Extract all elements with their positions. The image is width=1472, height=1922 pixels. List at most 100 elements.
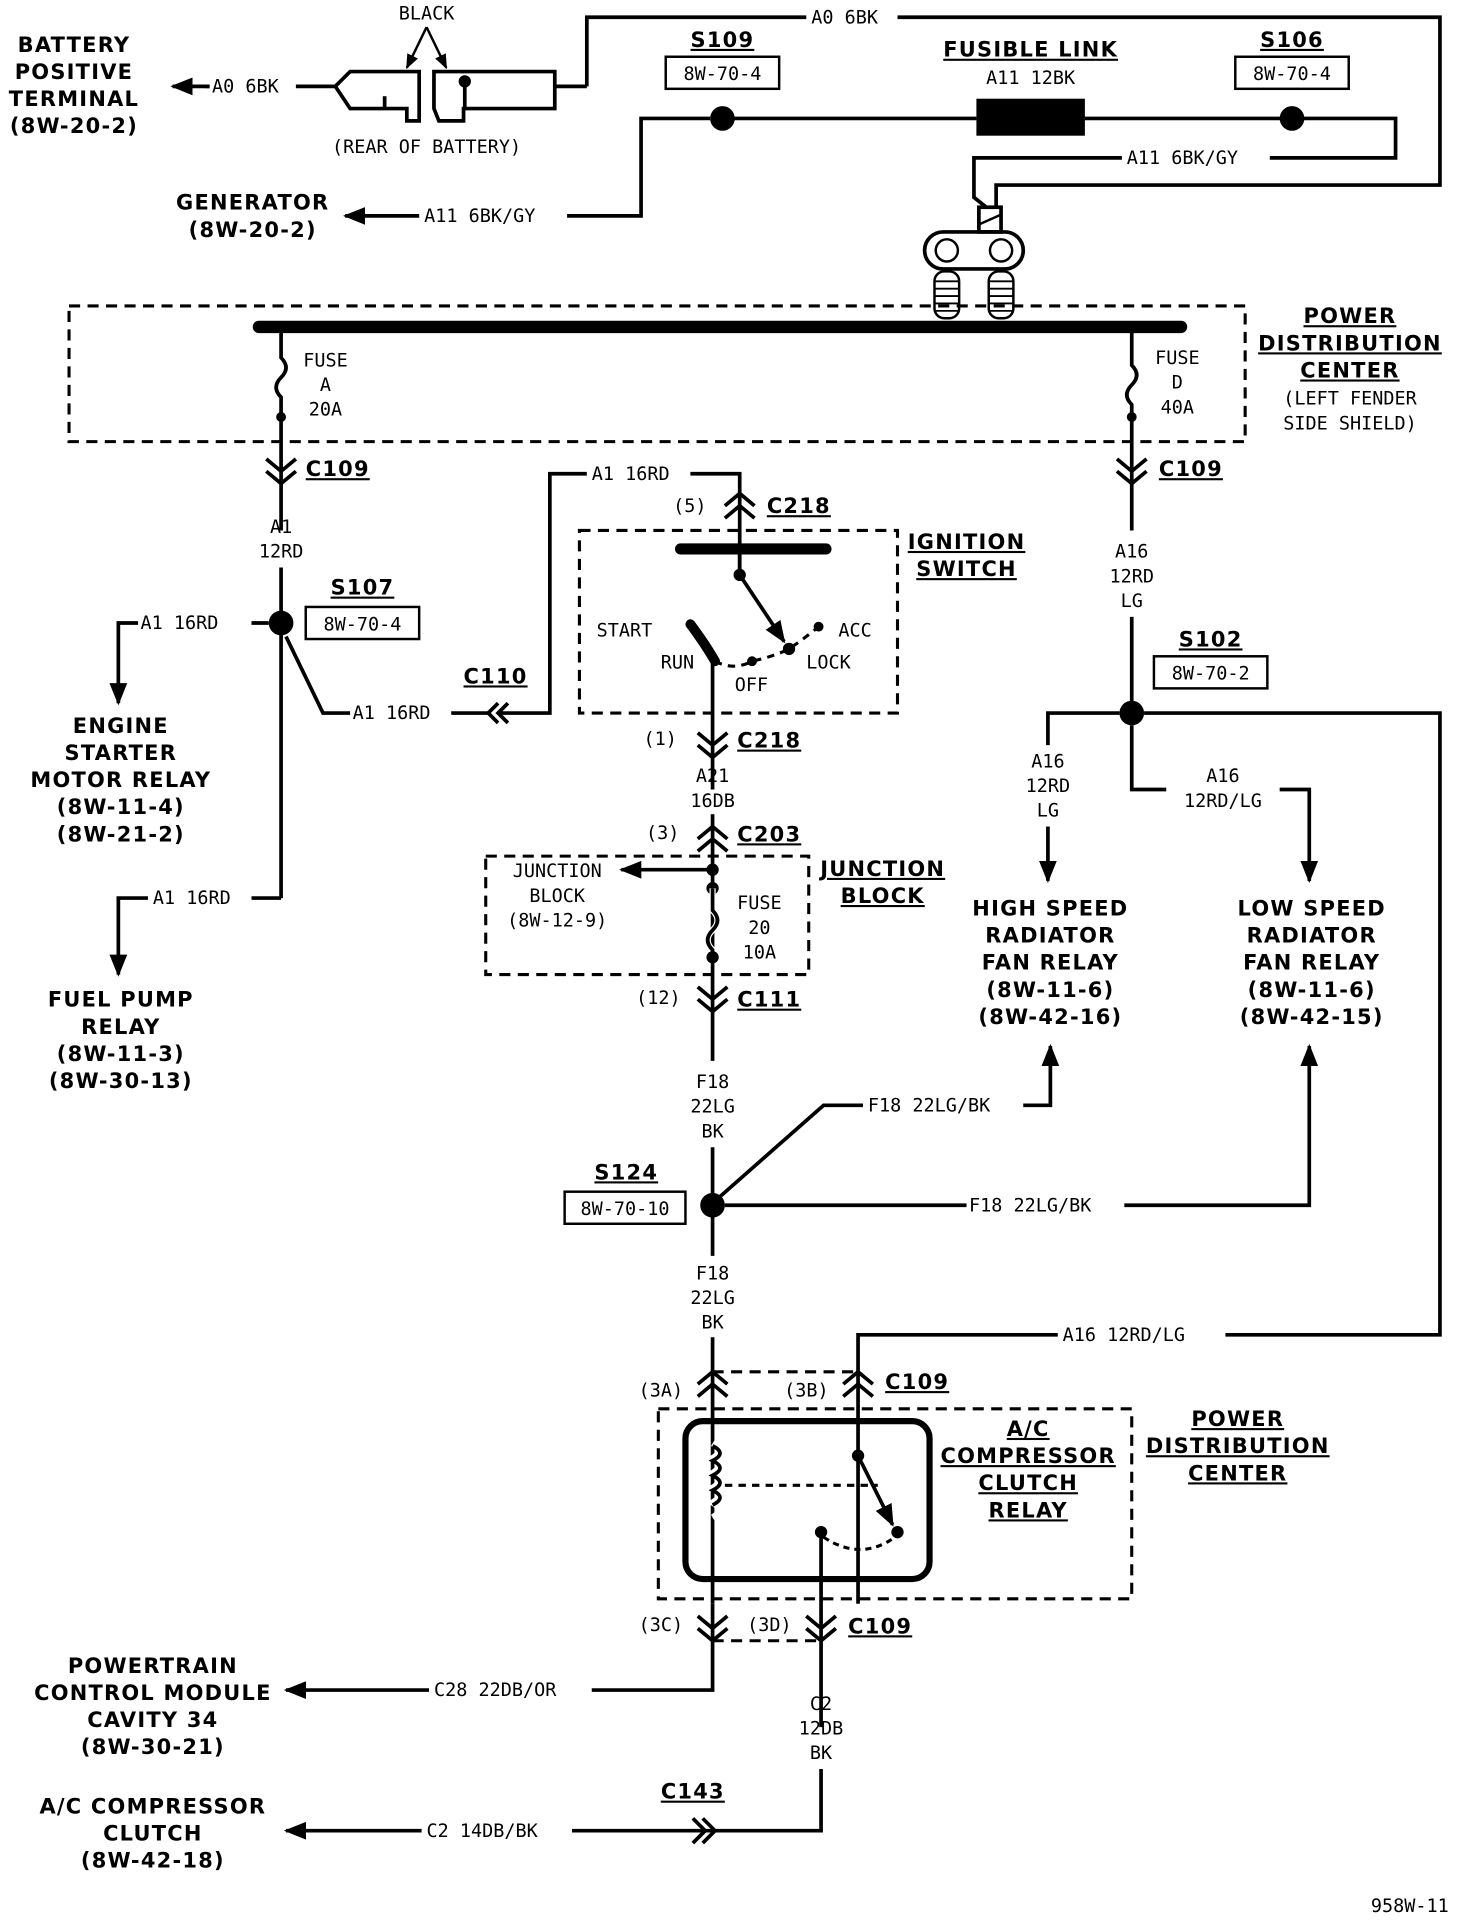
pdc-location-line: (LEFT FENDER	[1283, 389, 1417, 410]
generator-title: GENERATOR	[176, 191, 329, 215]
fusible-return-label: A11 6BK/GY	[1127, 148, 1238, 169]
wire-a0-top-right	[897, 15, 1442, 208]
battery-terminal-icon	[332, 69, 557, 123]
ac-relay-line: COMPRESSOR	[941, 1444, 1116, 1468]
ac-compressor-clutch-label: A/C COMPRESSOR CLUTCH (8W-42-18)	[39, 1794, 265, 1873]
wire-a16-left	[1046, 711, 1120, 746]
connector-c109-relay-bottom: C109	[848, 1614, 912, 1638]
fuse-20-id: 20	[748, 918, 770, 939]
pdc-relay-location-label: POWER DISTRIBUTION CENTER	[1146, 1407, 1328, 1485]
fuse-a-icon	[274, 326, 288, 417]
connector-c109-right-icon	[1115, 457, 1148, 486]
pdc-location-line: SIDE SHIELD)	[1283, 413, 1417, 434]
pdc-title-line: CENTER	[1300, 358, 1399, 382]
fuel-pump-relay-label: FUEL PUMP RELAY (8W-11-3) (8W-30-13)	[48, 988, 193, 1093]
wire-a16-hs-code: A16	[1031, 751, 1064, 772]
wire-f18-color-2: BK	[701, 1313, 724, 1334]
wire-f18-to-high-speed	[718, 1103, 863, 1199]
wire-c2-gauge: 12DB	[799, 1718, 844, 1739]
wire-a16-to-relay	[856, 1332, 1058, 1604]
ignition-positions-arc	[714, 625, 820, 668]
low-speed-line: LOW SPEED	[1238, 896, 1386, 920]
ignition-pos-off: OFF	[735, 675, 768, 696]
wire-generator-s109	[567, 116, 711, 218]
high-speed-radiator-fan-relay-label: HIGH SPEED RADIATOR FAN RELAY (8W-11-6) …	[972, 896, 1128, 1029]
pdc-box	[67, 304, 1247, 444]
high-speed-line: (8W-42-16)	[978, 1005, 1122, 1029]
wire-a16-hs-gauge: 12RD	[1026, 776, 1071, 797]
arrow-black-right	[425, 26, 448, 70]
wire-c28-label: C28 22DB/OR	[434, 1680, 557, 1701]
relay-contact-arc	[822, 1535, 896, 1551]
wire-a1-fuel-label: A1 16RD	[153, 888, 231, 909]
connector-c218-bottom-icon	[696, 731, 729, 760]
arrow-to-low-speed-relay-top	[1279, 787, 1319, 884]
splice-s109-ref-box	[664, 55, 781, 91]
battery-color-label: BLACK	[399, 4, 455, 25]
pcm-line: POWERTRAIN	[68, 1654, 238, 1678]
battery-title-line: BATTERY	[18, 33, 131, 57]
pcm-label: POWERTRAIN CONTROL MODULE CAVITY 34 (8W-…	[34, 1654, 272, 1759]
ignition-title-line: IGNITION	[908, 530, 1026, 554]
battery-ref: (8W-20-2)	[10, 114, 138, 138]
generator-wire-label: A11 6BK/GY	[424, 206, 535, 227]
wire-a0-top-label: A0 6BK	[811, 7, 879, 28]
pin-12: (12)	[636, 988, 681, 1009]
splice-s109-ref: 8W-70-4	[683, 64, 761, 85]
splice-s107-dot	[268, 610, 294, 636]
low-speed-line: (8W-42-15)	[1240, 1005, 1384, 1029]
wire-a1-up-to-ign	[498, 471, 587, 715]
splice-s107-id: S107	[331, 576, 395, 600]
splice-s106-ref-box	[1234, 55, 1350, 91]
wire-a1-to-starter	[109, 621, 139, 706]
wire-a11-to-stud	[972, 156, 1122, 209]
wire-f18-gauge: 22LG	[690, 1097, 735, 1118]
arrow-black-left	[405, 26, 428, 70]
fuse-20-label: FUSE	[737, 893, 782, 914]
wire-f18-low-label: F18 22LG/BK	[969, 1195, 1092, 1216]
pin-3d: (3D)	[747, 1615, 792, 1636]
splice-s124-id: S124	[594, 1160, 658, 1184]
high-speed-line: HIGH SPEED	[972, 896, 1128, 920]
wire-a16-ls-code: A16	[1206, 766, 1239, 787]
splice-s109-id: S109	[691, 28, 755, 52]
splice-s106-id: S106	[1260, 28, 1324, 52]
junction-title-line: JUNCTION	[818, 857, 945, 881]
connector-c218-bottom: C218	[737, 729, 801, 753]
fuse-20-terminal-bottom	[706, 951, 719, 964]
junction-title-line: BLOCK	[841, 884, 925, 908]
ignition-pos-acc: ACC	[838, 621, 871, 642]
splice-s124-ref: 8W-70-10	[581, 1199, 670, 1220]
ac-clutch-line: CLUTCH	[103, 1822, 203, 1846]
fuse-d-label: FUSE	[1155, 348, 1200, 369]
battery-location-label: (REAR OF BATTERY)	[332, 137, 521, 158]
wire-f18-high-label: F18 22LG/BK	[868, 1095, 991, 1116]
ignition-acc-contact	[813, 621, 824, 632]
connector-3b-icon	[842, 1369, 875, 1398]
fuse-d-rating: 40A	[1161, 397, 1194, 418]
wire-c28	[591, 1603, 715, 1692]
relay-coil-icon	[708, 1444, 722, 1507]
splice-s102-dot	[1119, 700, 1145, 726]
battery-title-line: TERMINAL	[9, 87, 139, 111]
pcm-line: CONTROL MODULE	[34, 1681, 272, 1705]
splice-s124-dot	[700, 1192, 725, 1218]
ac-clutch-line: (8W-42-18)	[81, 1849, 225, 1873]
junction-inner-line: JUNCTION	[513, 861, 602, 882]
connector-c203-icon	[696, 824, 729, 853]
ignition-title-line: SWITCH	[916, 557, 1017, 581]
junction-block-box	[484, 854, 811, 977]
fuse-20-icon	[705, 888, 720, 958]
wire-a21-code: A21	[696, 766, 729, 787]
connector-c109-left-icon	[265, 457, 298, 486]
connector-3d-icon	[805, 1614, 838, 1644]
ignition-pos-run: RUN	[661, 653, 694, 674]
high-speed-line: RADIATOR	[985, 923, 1115, 947]
pdc-title: POWER DISTRIBUTION CENTER (LEFT FENDER S…	[1258, 304, 1440, 434]
wire-a0-top	[584, 15, 807, 87]
arrow-to-low-speed-relay	[1124, 1043, 1319, 1208]
connector-c218-top-icon	[723, 491, 756, 520]
starter-line: (8W-11-4)	[57, 795, 185, 819]
pin-3c: (3C)	[639, 1615, 684, 1636]
ignition-pos-start: START	[597, 621, 653, 642]
